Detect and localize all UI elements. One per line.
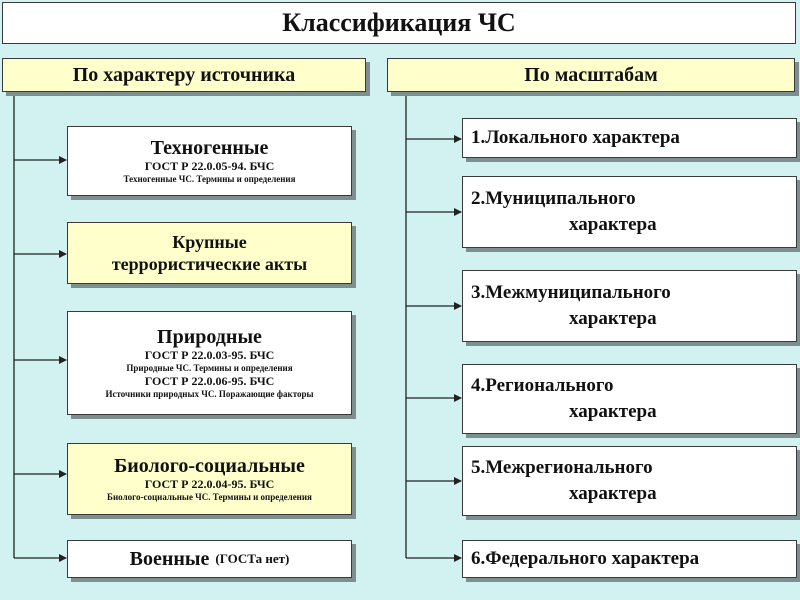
- scale-federal: 6.Федерального характера: [462, 540, 797, 578]
- gost-label: ГОСТ Р 22.0.04-95. БЧС: [144, 477, 275, 491]
- source-name-line2: террористические акты: [111, 254, 308, 274]
- gost-label: ГОСТ Р 22.0.03-95. БЧС: [144, 348, 275, 362]
- gost-description: Природные ЧС. Термины и определения: [126, 363, 293, 373]
- source-name: Военные: [129, 548, 210, 570]
- source-note: (ГОСТа нет): [215, 551, 290, 566]
- scale-label-line2: характера: [569, 483, 657, 504]
- scale-label-line2: характера: [569, 401, 657, 422]
- scale-label: 5.Межрегионального: [471, 457, 653, 478]
- scale-regional: 4.Регионального характера: [462, 364, 797, 434]
- source-name: Природные: [157, 326, 262, 348]
- gost-description-2: Источники природных ЧС. Поражающие факто…: [105, 389, 314, 399]
- gost-label-2: ГОСТ Р 22.0.06-95. БЧС: [144, 374, 275, 388]
- source-name: Техногенные: [150, 137, 269, 159]
- scale-label: 4.Регионального: [471, 375, 614, 396]
- left-column-header: По характеру источника: [2, 58, 366, 92]
- gost-label: ГОСТ Р 22.0.05-94. БЧС: [144, 159, 275, 173]
- scale-label-line2: характера: [569, 308, 657, 329]
- gost-description: Биолого-социальные ЧС. Термины и определ…: [107, 492, 312, 502]
- gost-description: Техногенные ЧС. Термины и определения: [123, 174, 296, 184]
- source-biosocial: Биолого-социальные ГОСТ Р 22.0.04-95. БЧ…: [67, 443, 352, 515]
- scale-interregional: 5.Межрегионального характера: [462, 446, 797, 516]
- source-name: Крупные: [172, 232, 247, 252]
- source-technogenic: Техногенные ГОСТ Р 22.0.05-94. БЧС Техно…: [67, 126, 352, 196]
- source-terrorism: Крупные террористические акты: [67, 222, 352, 284]
- scale-label: 3.Межмуниципального: [471, 282, 671, 303]
- scale-local: 1.Локального характера: [462, 118, 797, 158]
- source-military: Военные (ГОСТа нет): [67, 540, 352, 578]
- diagram-title: Классификация ЧС: [2, 2, 796, 44]
- source-natural: Природные ГОСТ Р 22.0.03-95. БЧС Природн…: [67, 311, 352, 415]
- scale-label: 6.Федерального характера: [471, 548, 700, 569]
- source-name: Биолого-социальные: [114, 455, 305, 477]
- scale-label: 1.Локального характера: [471, 127, 680, 148]
- scale-municipal: 2.Муниципального характера: [462, 176, 797, 248]
- scale-label: 2.Муниципального: [471, 188, 636, 209]
- right-column-header: По масштабам: [387, 58, 795, 92]
- scale-intermunicipal: 3.Межмуниципального характера: [462, 270, 797, 342]
- scale-label-line2: характера: [569, 214, 657, 235]
